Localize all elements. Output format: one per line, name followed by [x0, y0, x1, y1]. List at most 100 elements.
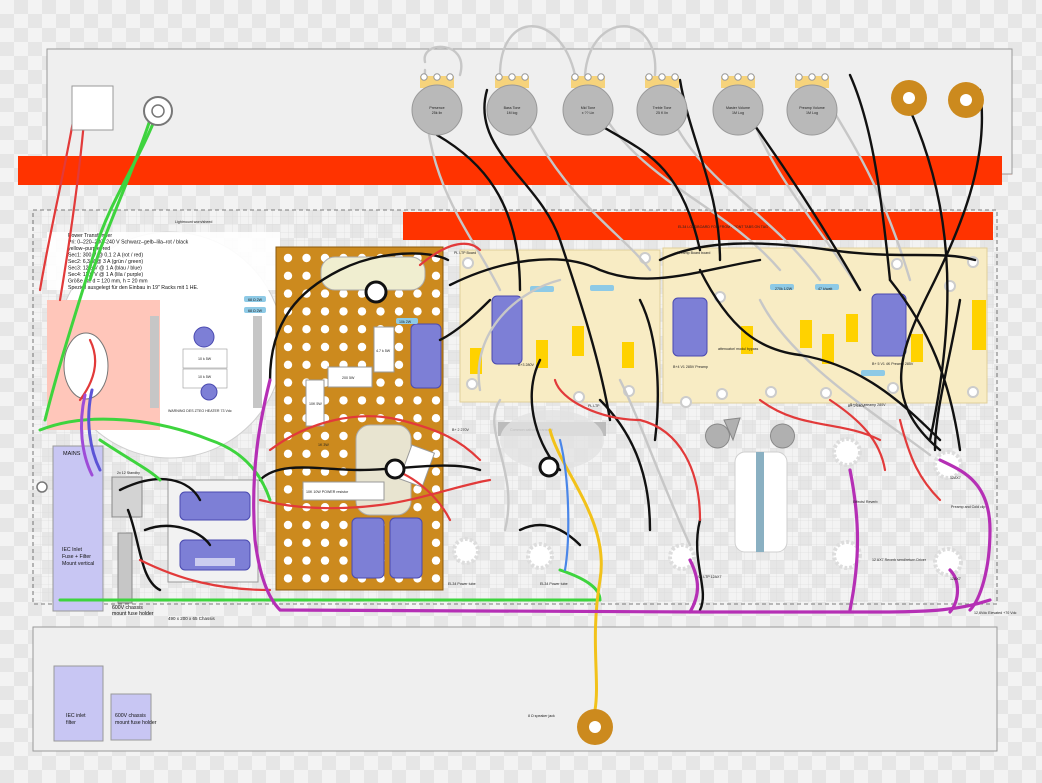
power-10k-10w-label: 10K 10W POWER resistor — [306, 490, 349, 494]
perf-hole — [283, 520, 293, 530]
preamp-label-b5: B+ 5 V1 4K Preamp 285V — [872, 362, 914, 366]
pot-value: x ?? Lin — [582, 111, 595, 115]
wire — [518, 523, 582, 547]
ground-lug — [36, 481, 48, 493]
transformer-warning: WARNING DES ZTEO HEATER 73 Vdc — [168, 409, 232, 413]
output-b2-label: B+ 2 250V — [848, 404, 865, 408]
wire — [98, 438, 162, 482]
iec-inlet-lower-l2: filter — [66, 720, 76, 726]
iec-inlet-upper — [52, 445, 104, 612]
perf-hole — [320, 556, 330, 565]
perf-hole — [413, 503, 422, 512]
wire — [58, 108, 87, 302]
perf-hole — [320, 289, 330, 298]
socket-pin — [716, 388, 728, 400]
power-b2-label: B+ 2 270V — [452, 428, 469, 432]
pot-lug — [734, 73, 742, 81]
socket-pin — [891, 258, 903, 270]
mains-label: MAINS — [63, 451, 81, 457]
socket-pin — [680, 396, 692, 408]
front-panel-red-bar — [18, 156, 1002, 185]
wire — [933, 298, 962, 452]
wire — [583, 25, 657, 77]
transformer-line: Sec1: 300 V @ 0,1 2 A (rot / red) — [68, 253, 143, 259]
wire — [268, 415, 482, 462]
perf-hole — [283, 271, 293, 280]
socket-pin — [573, 391, 585, 403]
perf-hole — [302, 253, 311, 263]
el34-v5-label: EL34 Power tube — [540, 582, 568, 586]
perf-hole — [302, 449, 311, 458]
v3-ltp-label: V3 LTP 12AX7 — [698, 575, 721, 579]
preamp-resistor-3 — [861, 370, 885, 376]
wire — [598, 398, 652, 532]
perf-hole — [283, 574, 293, 583]
iec-inlet-upper-l3: Mount vertical — [62, 561, 94, 567]
perf-hole — [320, 307, 330, 316]
heater-resistor-1 — [244, 296, 266, 302]
standby-switch-label: 2x 12 Standby — [117, 471, 140, 475]
pot-lug-plate — [721, 76, 755, 88]
power-resistor-4k7 — [373, 326, 395, 373]
perf-hole — [302, 325, 311, 334]
pot-lug — [584, 73, 592, 81]
power-1k3w-label: 1K 3W — [318, 443, 329, 447]
iec-inlet-lower-l1: IEC inlet — [66, 713, 86, 719]
wire — [888, 278, 962, 452]
perf-hole — [283, 342, 293, 352]
perf-hole — [339, 556, 348, 565]
perf-hole — [302, 556, 311, 565]
pot-lug-plate — [645, 76, 679, 88]
power-cap-bottom-1 — [351, 517, 385, 579]
wire — [423, 45, 463, 77]
wire — [598, 123, 702, 252]
wire — [493, 398, 510, 532]
pot-name: Presence — [429, 106, 444, 110]
resistor-stack — [150, 316, 159, 408]
perf-hole — [302, 520, 311, 530]
perf-hole — [376, 307, 385, 316]
preamp-label-att: attenuator/ modul bypass — [718, 347, 759, 351]
heater-resistor-1-label: 68 Ω 2W — [248, 298, 263, 302]
wire — [88, 118, 152, 282]
wire — [758, 398, 882, 442]
perf-hole — [431, 467, 441, 476]
right-tube-v2-label: 12AX7 — [950, 577, 961, 581]
perf-hole — [302, 538, 311, 547]
wire — [848, 73, 892, 282]
perf-hole — [413, 414, 422, 423]
pot-lug — [420, 73, 428, 81]
perf-hole — [413, 431, 422, 441]
wire — [828, 398, 887, 472]
perf-hole — [283, 360, 293, 369]
pot-name: Mid Tone — [581, 106, 596, 110]
elevated-label: 12,6Vdc Elevated +70 Vdc — [974, 611, 1017, 615]
perf-hole — [302, 271, 311, 280]
perf-hole — [431, 520, 441, 530]
resistor-stack-right — [253, 316, 262, 408]
wire — [143, 524, 212, 547]
right-tube-v1-label: 12AX7 — [950, 476, 961, 480]
pot-body — [786, 84, 838, 136]
perf-hole — [394, 360, 404, 369]
perf-hole — [302, 307, 311, 316]
perf-hole — [394, 307, 404, 316]
perf-hole — [357, 325, 367, 334]
pot-lug — [808, 73, 816, 81]
pot-body — [712, 84, 764, 136]
tube-socket — [933, 547, 963, 577]
perf-hole — [394, 289, 404, 298]
speaker-jack-label: 8 Ω speaker jack — [528, 714, 555, 718]
pot-lug — [597, 73, 605, 81]
power-resistor-10k-label: 10K 5W — [309, 402, 322, 406]
perf-hole — [339, 396, 348, 405]
pot-lug — [747, 73, 755, 81]
wire — [553, 378, 702, 522]
perf-hole — [413, 289, 422, 298]
